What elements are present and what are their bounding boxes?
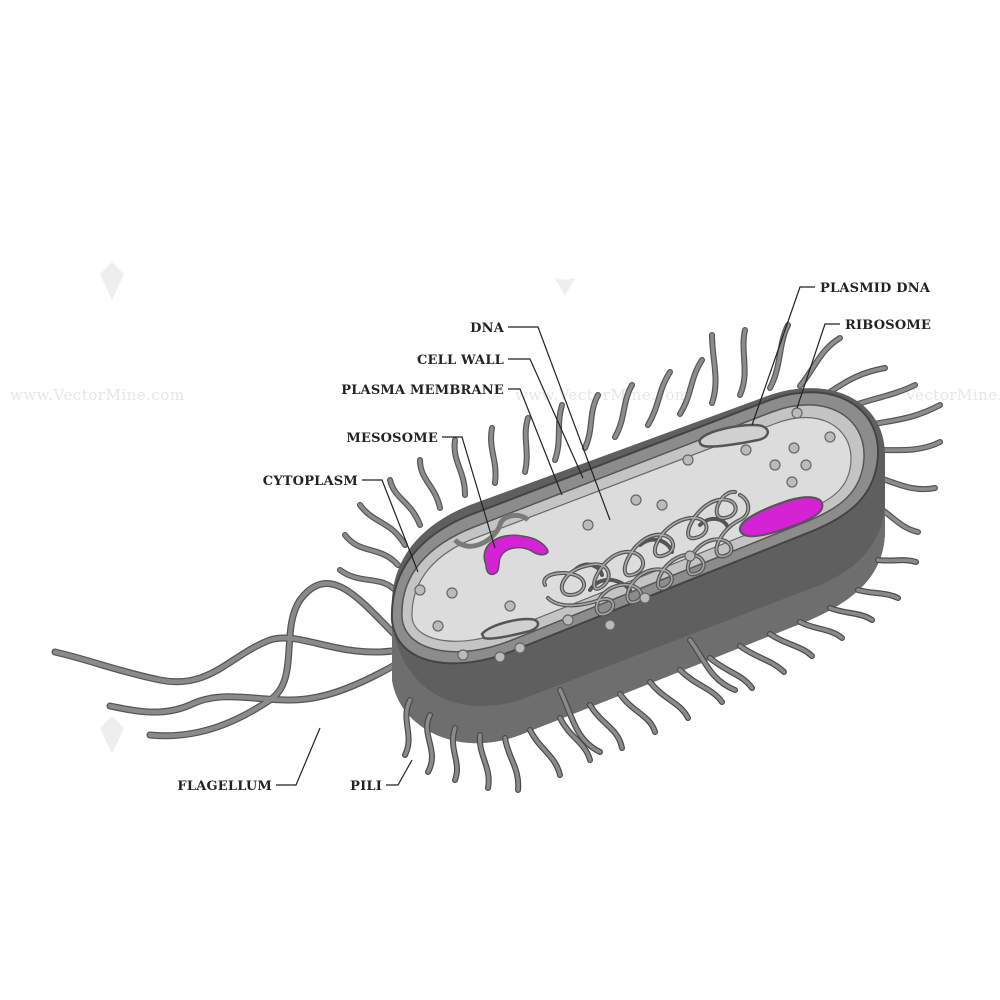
label-plasmid-dna: PLASMID DNA [820, 281, 931, 296]
ribosome-dot [582, 519, 594, 531]
plasmid-dna [480, 423, 770, 640]
leader-flagellum [276, 727, 321, 786]
ribosome-dot [682, 454, 694, 466]
ribosome-dot [432, 620, 444, 632]
ribosome-dot [414, 584, 426, 596]
watermark-logo-icon [100, 716, 124, 754]
watermark-logo-icon [555, 278, 575, 296]
ribosome-dot [514, 642, 526, 654]
ribosome-dot [656, 499, 668, 511]
leader-dna [508, 326, 611, 521]
watermark-logo-icon [100, 262, 124, 300]
ribosome-dot [604, 619, 616, 631]
label-cell-wall: CELL WALL [417, 353, 504, 368]
watermark-text: www.VectorMine.com [10, 386, 185, 404]
ribosome-dot [562, 614, 574, 626]
label-cytoplasm: CYTOPLASM [263, 474, 358, 489]
ribosome-dot [639, 592, 651, 604]
ribosome-dot [800, 459, 812, 471]
pili [402, 557, 919, 793]
ribosome-dot [786, 476, 798, 488]
label-plasma-membrane: PLASMA MEMBRANE [341, 383, 504, 398]
leader-plasmid-dna [751, 286, 815, 426]
leader-ribosome [796, 323, 840, 409]
leader-cell-wall [508, 358, 584, 479]
ribosome-dot [494, 651, 506, 663]
ribosome-dot [824, 431, 836, 443]
cytoplasm [411, 416, 852, 642]
label-ribosome: RIBOSOME [845, 318, 931, 333]
label-mesosome: MESOSOME [346, 431, 438, 446]
ribosome-dot [684, 550, 696, 562]
labels: PLASMID DNA RIBOSOME DNA CELL WALL PLASM… [177, 281, 931, 794]
dna [542, 490, 751, 617]
ribosome-dot [630, 494, 642, 506]
leader-lines [276, 286, 840, 786]
watermark-text: VectorMine.com [904, 386, 1000, 404]
ribosome-dot [740, 444, 752, 456]
mesosome-right [739, 496, 824, 538]
leader-cytoplasm [362, 479, 419, 573]
flagellum [51, 579, 404, 740]
ribosome-dot [446, 587, 458, 599]
ribosome-dot [504, 600, 516, 612]
label-dna: DNA [470, 321, 505, 336]
leader-pili [386, 759, 413, 786]
leader-mesosome [442, 436, 496, 549]
ribosome-dot [457, 649, 469, 661]
ribosome-dot [791, 407, 803, 419]
label-flagellum: FLAGELLUM [177, 779, 272, 794]
mesosome [453, 512, 549, 576]
ribosome-dot [769, 459, 781, 471]
watermark-text: www.VectorMine.com [515, 386, 690, 404]
leader-plasma-membrane [508, 388, 563, 496]
label-pili: PILI [350, 779, 382, 794]
ribosomes [414, 407, 836, 663]
ribosome-dot [788, 442, 800, 454]
